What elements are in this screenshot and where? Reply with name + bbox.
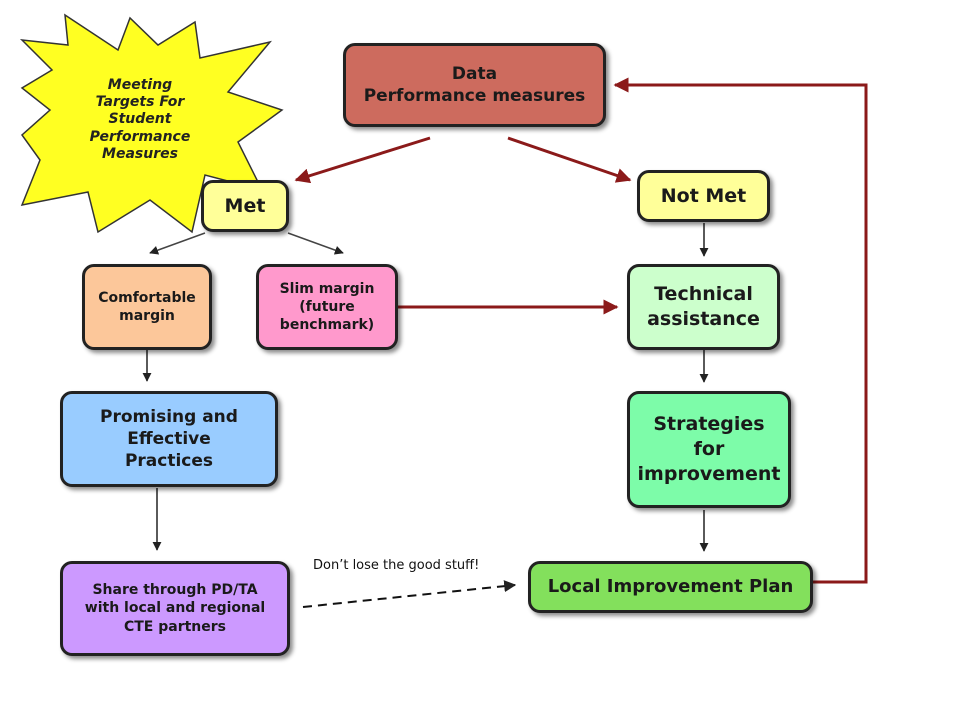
node-comfortable-margin: Comfortable margin bbox=[82, 264, 212, 350]
arrow-met-to-comfortable bbox=[149, 232, 206, 255]
node-technical-assistance: Technical assistance bbox=[627, 264, 780, 350]
starburst-label: Meeting Targets For Student Performance … bbox=[89, 77, 191, 162]
dashed-arrow-share-to-local-plan bbox=[302, 580, 517, 608]
arrow-data-to-met bbox=[294, 136, 431, 184]
node-strategies-for-improvement: Strategies for improvement bbox=[627, 391, 791, 508]
node-promising-practices: Promising and Effective Practices bbox=[60, 391, 278, 487]
node-share-through-pd-ta: Share through PD/TA with local and regio… bbox=[60, 561, 290, 656]
node-not-met: Not Met bbox=[637, 170, 770, 222]
node-local-improvement-plan: Local Improvement Plan bbox=[528, 561, 813, 613]
arrow-data-to-not-met bbox=[507, 136, 632, 183]
node-slim-margin: Slim margin (future benchmark) bbox=[256, 264, 398, 350]
dont-lose-good-stuff-note: Don’t lose the good stuff! bbox=[313, 558, 480, 573]
arrow-met-to-slim bbox=[287, 232, 344, 255]
feedback-loop-arrow bbox=[613, 77, 868, 584]
node-data-performance-measures: Data Performance measures bbox=[343, 43, 606, 127]
node-met: Met bbox=[201, 180, 289, 232]
